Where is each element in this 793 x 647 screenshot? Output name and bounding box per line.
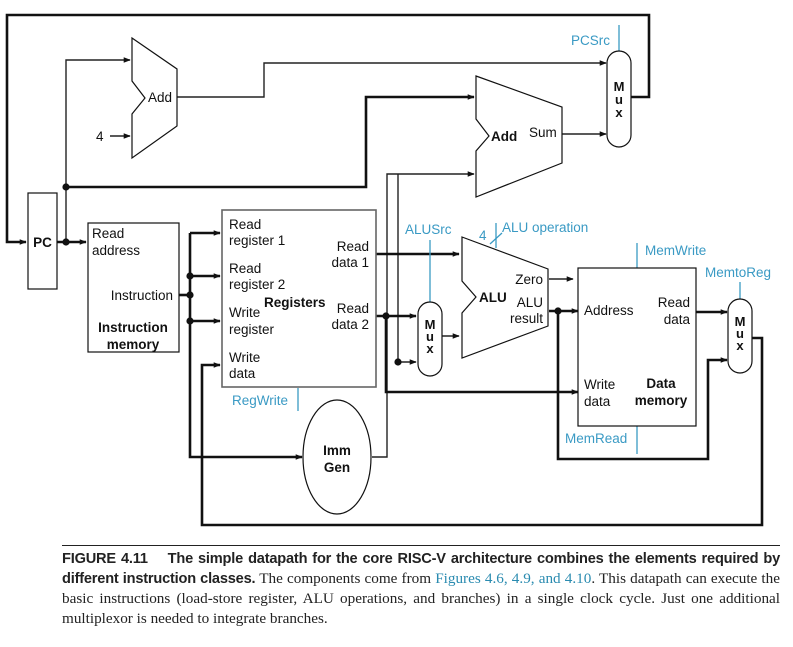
reg-read-data-1-l2: data 1 — [331, 255, 369, 270]
pc-mux-label-m: M — [614, 79, 625, 94]
imem-title-l1: Instruction — [98, 320, 168, 335]
wire-read-data-2-to-dmem — [384, 316, 579, 395]
reg-read-register-2-l1: Read — [229, 261, 261, 276]
reg-write-register-l2: register — [229, 322, 275, 337]
dmem-read-data-l1: Read — [658, 295, 690, 310]
wire-alu-result-bypass — [556, 311, 728, 461]
memtoreg-label: MemtoReg — [705, 265, 771, 280]
memtoreg-mux-label-m: M — [735, 314, 746, 329]
alu-operation-label: ALU operation — [502, 220, 588, 235]
dmem-title-l2: memory — [635, 393, 688, 408]
imem-read-address-l1: Read — [92, 226, 124, 241]
imm-gen-l2: Gen — [324, 460, 350, 475]
junction-dot — [186, 317, 194, 325]
alusrc-label: ALUSrc — [405, 222, 452, 237]
reg-read-register-1-l1: Read — [229, 217, 261, 232]
reg-read-data-1-l1: Read — [337, 239, 369, 254]
junction-dot — [394, 358, 402, 366]
imm-gen-l1: Imm — [323, 443, 351, 458]
memwrite-label: MemWrite — [645, 243, 706, 258]
pc-mux-label-u: u — [615, 92, 623, 107]
junction-dot — [62, 183, 70, 191]
alusrc-mux-label-u: u — [426, 329, 434, 344]
alu-result-l1: ALU — [517, 295, 543, 310]
caption-text-before-link: The components come from — [259, 570, 436, 587]
memtoreg-mux-label-u: u — [736, 326, 744, 341]
branch-adder: Add Sum — [475, 75, 563, 198]
wire-pc-trunk — [65, 57, 131, 242]
reg-read-register-1-l2: register 1 — [229, 233, 285, 248]
memread-label: MemRead — [565, 431, 627, 446]
junction-dot — [382, 312, 390, 320]
alusrc-mux-label-x: x — [426, 341, 434, 356]
pc-adder-label: Add — [148, 90, 172, 105]
imem-read-address-l2: address — [92, 243, 140, 258]
pcsrc-label: PCSrc — [571, 33, 610, 48]
wire-writeback — [200, 336, 764, 527]
junction-dot — [186, 272, 194, 280]
dmem-read-data-l2: data — [664, 312, 691, 327]
alu-result-l2: result — [510, 311, 543, 326]
dmem-write-data-l2: data — [584, 394, 611, 409]
wire-instruction-bus — [188, 233, 303, 460]
risc-v-datapath-diagram: PC Add 4 Add Sum M u x PCSrc Read addres… — [5, 13, 771, 527]
regwrite-label: RegWrite — [232, 393, 288, 408]
caption-text-after-link: . This datapath can execute the basic in… — [62, 570, 780, 627]
dmem-write-data-l1: Write — [584, 377, 615, 392]
data-memory: Address Read data Write data Data memory — [577, 267, 697, 427]
alu-zero-label: Zero — [515, 272, 543, 287]
reg-title: Registers — [264, 295, 326, 310]
junction-dot — [62, 238, 70, 246]
branch-adder-sum-label: Sum — [529, 125, 557, 140]
caption-figure-label: FIGURE 4.11 — [62, 551, 148, 567]
caption-figures-link[interactable]: Figures 4.6, 4.9, and 4.10 — [435, 570, 592, 587]
alu-title: ALU — [479, 290, 507, 305]
dmem-address-label: Address — [584, 303, 634, 318]
imem-title-l2: memory — [107, 337, 160, 352]
figure-caption: FIGURE 4.11 The simple datapath for the … — [62, 549, 780, 629]
ctrl-aluop-slash — [489, 232, 503, 245]
reg-read-data-2-l1: Read — [337, 301, 369, 316]
branch-adder-label: Add — [491, 129, 517, 144]
wire-imm-to-mux — [397, 174, 417, 365]
pc-adder: Add — [131, 36, 178, 160]
reg-write-register-l1: Write — [229, 305, 260, 320]
alu-op-width: 4 — [479, 228, 487, 243]
alu: ALU Zero ALU result — [461, 236, 549, 359]
caption-title: The simple datapath for the core RISC-V … — [62, 551, 781, 587]
pc-mux-label-x: x — [615, 105, 623, 120]
wire-pc-plus-4 — [177, 60, 607, 98]
junction-dot — [186, 291, 194, 299]
alusrc-mux: M u x — [417, 301, 443, 377]
imem-instruction-label: Instruction — [111, 288, 173, 303]
junction-dot — [554, 307, 562, 315]
reg-write-data-l2: data — [229, 366, 256, 381]
pc-label: PC — [33, 235, 52, 250]
register-file: Read register 1 Read register 2 Write re… — [221, 209, 377, 388]
reg-read-register-2-l2: register 2 — [229, 277, 285, 292]
alusrc-mux-label-m: M — [425, 317, 436, 332]
wire-pc-to-branch-add — [66, 94, 475, 189]
pc-register: PC — [27, 192, 58, 290]
imm-gen: Imm Gen — [302, 399, 372, 515]
caption-divider — [62, 545, 780, 546]
pc-mux: M u x — [606, 50, 632, 148]
constant-four: 4 — [96, 129, 104, 144]
reg-read-data-2-l2: data 2 — [331, 317, 369, 332]
wire-next-pc — [5, 13, 651, 245]
reg-write-data-l1: Write — [229, 350, 260, 365]
dmem-title-l1: Data — [646, 376, 676, 391]
memtoreg-mux-label-x: x — [736, 338, 744, 353]
memtoreg-mux: M u x — [727, 298, 753, 374]
instruction-memory: Read address Instruction Instruction mem… — [87, 222, 180, 353]
